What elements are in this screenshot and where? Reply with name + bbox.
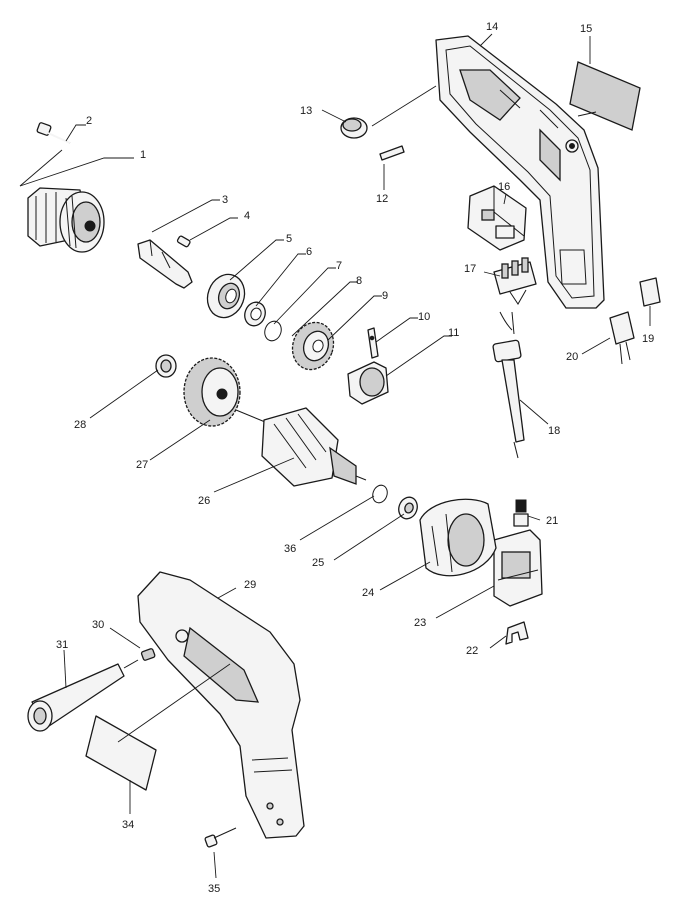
part-23-brush-holder xyxy=(493,529,543,607)
callout-9: 9 xyxy=(382,290,388,302)
leader-lines xyxy=(19,33,651,879)
callout-34: 34 xyxy=(122,819,134,831)
callout-5: 5 xyxy=(286,233,292,245)
part-14-housing xyxy=(435,35,605,309)
callout-36: 36 xyxy=(284,543,296,555)
part-4-key xyxy=(176,235,191,248)
part-30-screw xyxy=(140,648,156,661)
part-31-side-handle xyxy=(27,659,139,732)
part-7-retaining-ring xyxy=(264,320,282,342)
callout-7: 7 xyxy=(336,260,342,272)
callout-18: 18 xyxy=(548,425,560,437)
part-20-capacitor xyxy=(609,311,635,365)
part-6-washer xyxy=(244,301,266,327)
callout-17: 17 xyxy=(464,263,476,275)
part-18-power-cord xyxy=(492,311,525,459)
callout-28: 28 xyxy=(74,419,86,431)
callout-12: 12 xyxy=(376,193,388,205)
callout-35: 35 xyxy=(208,883,220,895)
callout-23: 23 xyxy=(414,617,426,629)
part-27-helical-gear xyxy=(183,357,241,427)
part-8-spur-gear xyxy=(291,321,335,371)
callout-15: 15 xyxy=(580,23,592,35)
callout-24: 24 xyxy=(362,587,374,599)
callout-4: 4 xyxy=(244,210,250,222)
part-2-screw xyxy=(36,122,71,144)
part-24-field xyxy=(419,498,497,577)
part-22-clip xyxy=(505,621,529,645)
callout-27: 27 xyxy=(136,459,148,471)
callout-14: 14 xyxy=(486,21,498,33)
callout-22: 22 xyxy=(466,645,478,657)
part-34-label xyxy=(85,715,157,791)
part-21-carbon-brush xyxy=(513,499,529,527)
callout-1: 1 xyxy=(140,149,146,161)
part-11-lever-knob xyxy=(347,361,389,405)
part-13-rubber-cap xyxy=(340,117,368,139)
part-35-screw xyxy=(204,827,237,848)
callout-3: 3 xyxy=(222,194,228,206)
callout-6: 6 xyxy=(306,246,312,258)
callout-31: 31 xyxy=(56,639,68,651)
callout-16: 16 xyxy=(498,181,510,193)
callout-26: 26 xyxy=(198,495,210,507)
callout-2: 2 xyxy=(86,115,92,127)
callout-29: 29 xyxy=(244,579,256,591)
part-5-ball-bearing xyxy=(206,273,246,319)
callout-21: 21 xyxy=(546,515,558,527)
part-25-ball-bearing xyxy=(398,496,418,520)
part-1-drill-chuck xyxy=(27,187,105,253)
part-17-terminal-block xyxy=(493,257,537,305)
part-36-ring xyxy=(372,484,388,504)
part-12-plate xyxy=(379,145,405,161)
part-15-label xyxy=(569,61,641,131)
part-10-change-lever xyxy=(367,327,379,359)
part-19-cap xyxy=(639,277,661,307)
part-26-armature xyxy=(235,407,367,487)
callout-30: 30 xyxy=(92,619,104,631)
callout-labels: 2 1 3 4 5 6 7 8 9 10 11 12 13 14 15 16 1… xyxy=(56,21,654,895)
part-29-housing xyxy=(137,571,305,839)
callout-8: 8 xyxy=(356,275,362,287)
callout-19: 19 xyxy=(642,333,654,345)
part-3-spindle xyxy=(137,239,193,289)
part-28-ball-bearing xyxy=(155,354,177,378)
callout-25: 25 xyxy=(312,557,324,569)
callout-10: 10 xyxy=(418,311,430,323)
callout-20: 20 xyxy=(566,351,578,363)
callout-13: 13 xyxy=(300,105,312,117)
callout-11: 11 xyxy=(448,327,459,339)
part-16-switch xyxy=(467,185,527,251)
